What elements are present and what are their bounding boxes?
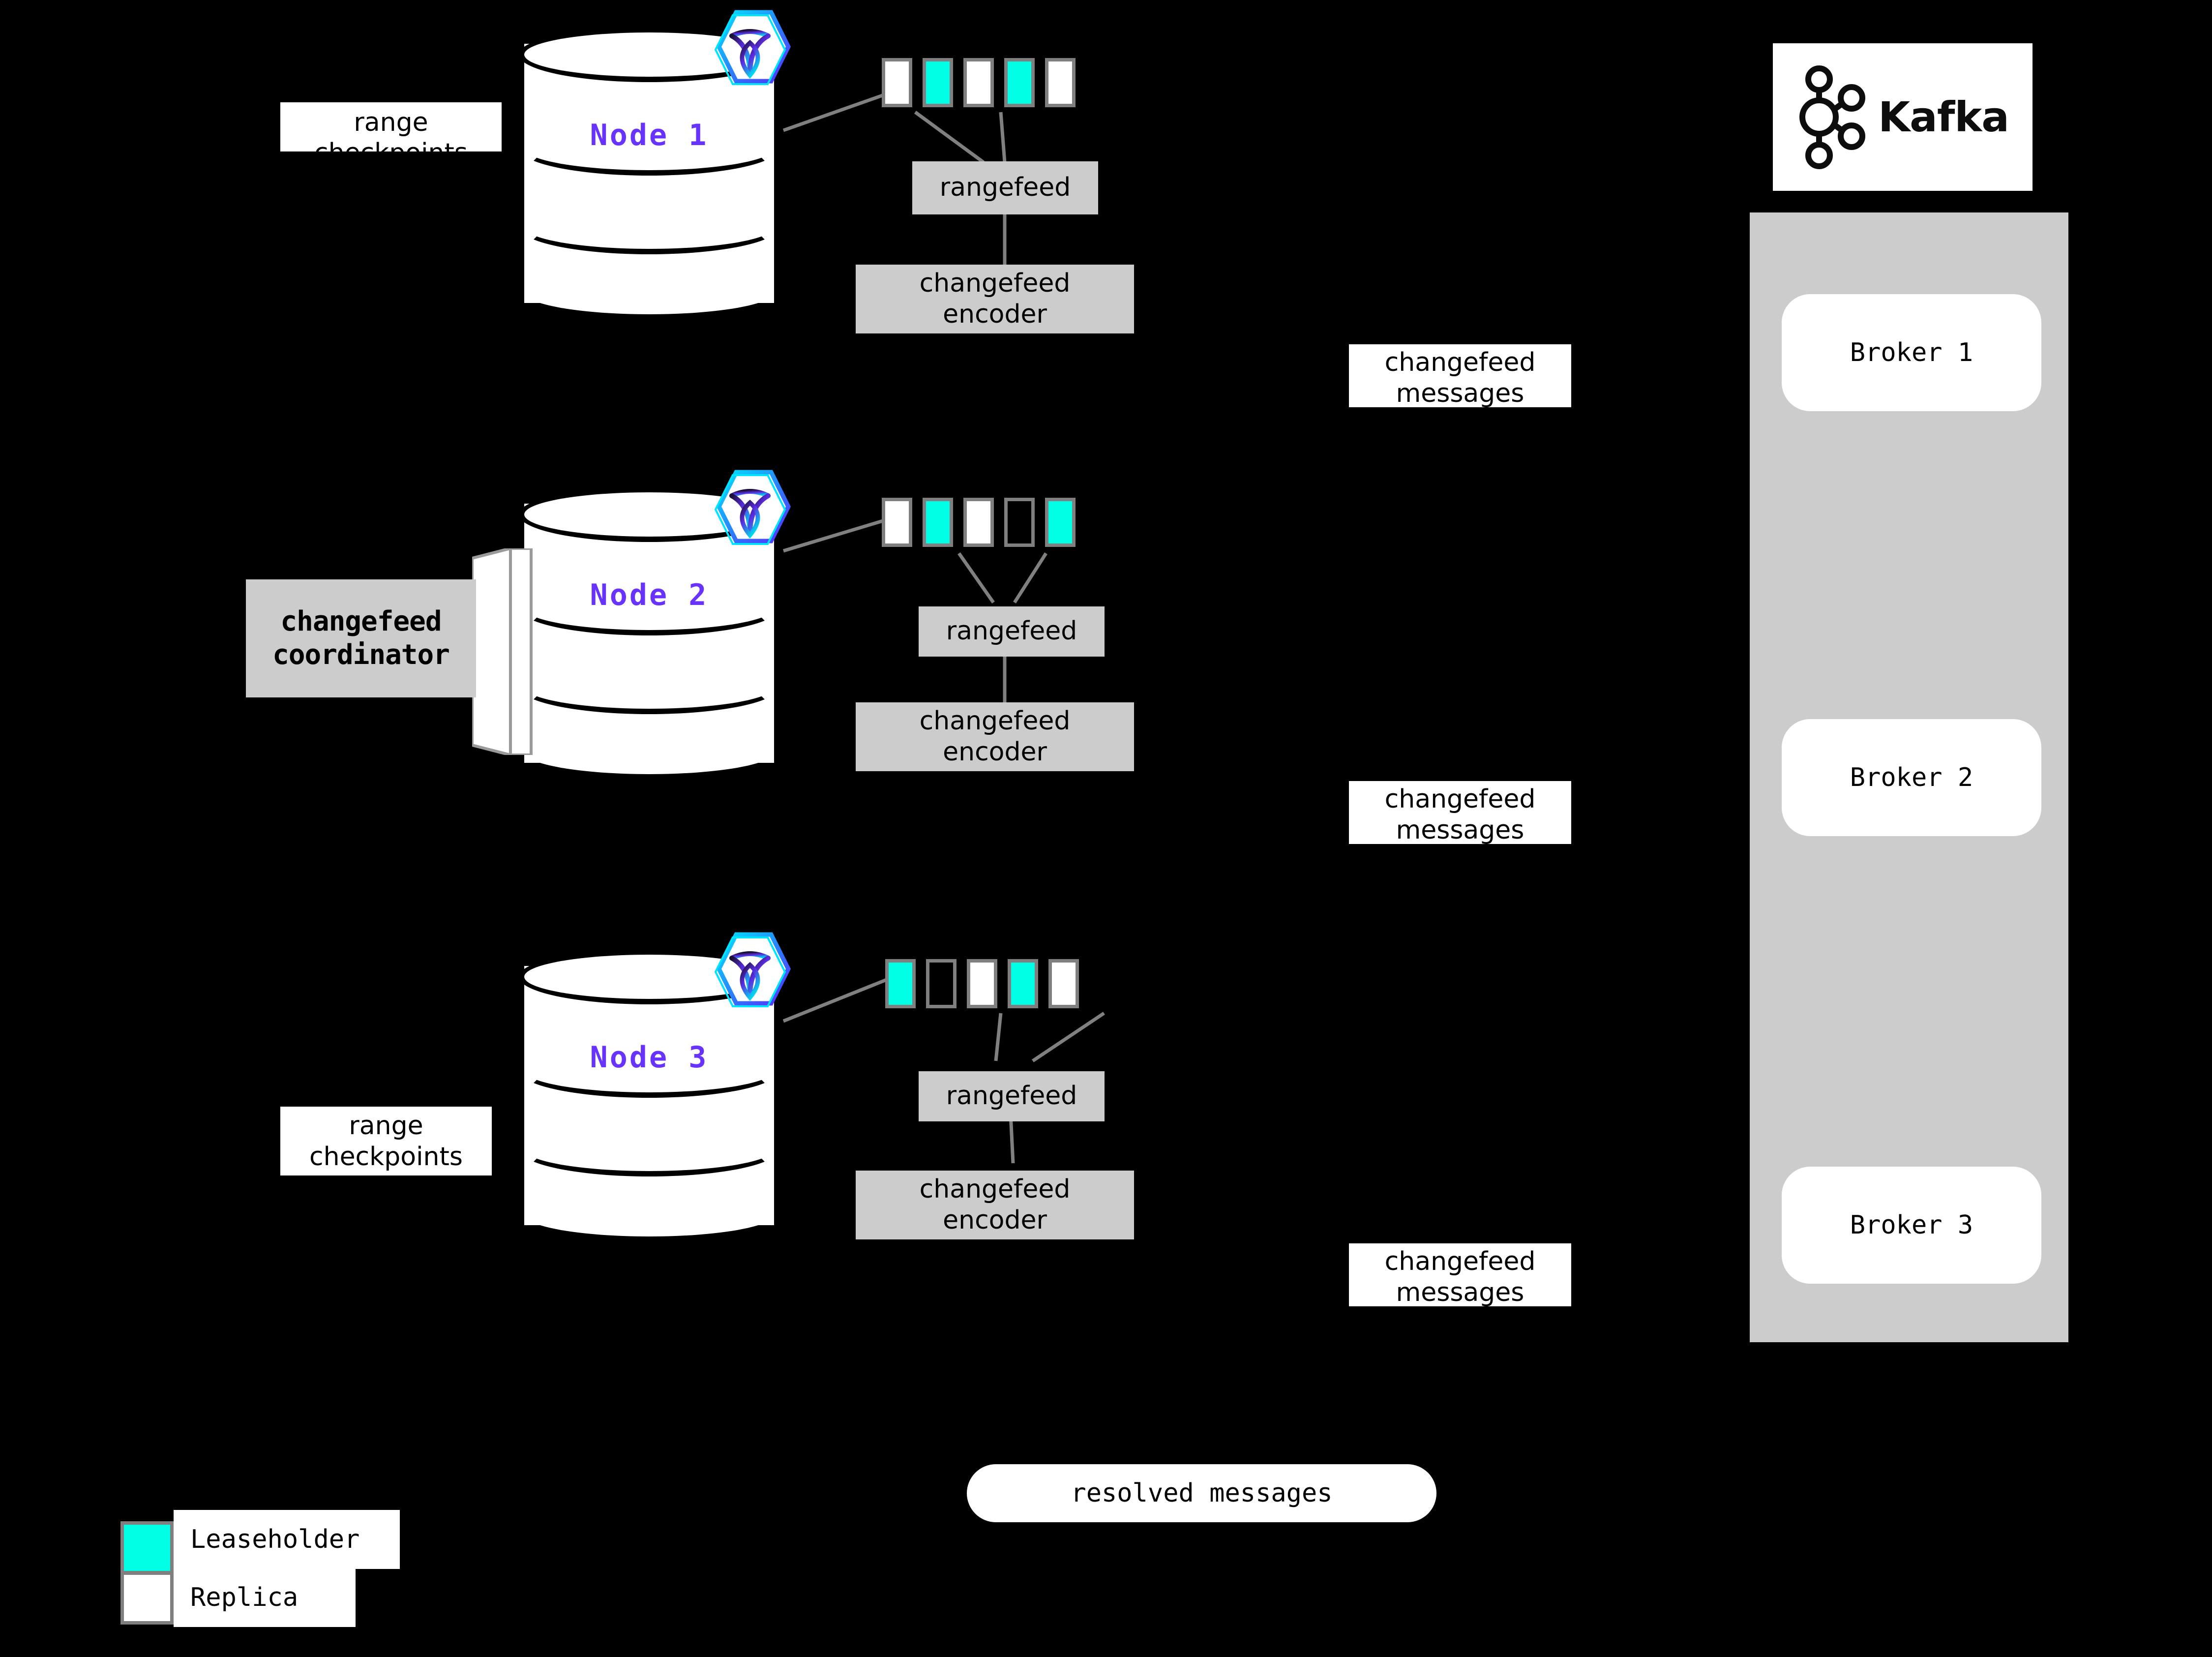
node-1-rangefeed-box[interactable]: rangefeed (912, 161, 1098, 214)
coordinator-pointer-shape (472, 548, 533, 755)
range-cell[interactable] (882, 498, 912, 547)
cylinder-ring-2 (519, 199, 779, 254)
range-cell[interactable] (1045, 58, 1076, 107)
encoder-line-2: encoder (943, 1205, 1047, 1235)
node-3-rangefeed-box[interactable]: rangefeed (919, 1071, 1105, 1121)
range-cell[interactable] (1045, 498, 1076, 547)
encoder-line-2: encoder (943, 300, 1047, 329)
node-1-ranges (882, 58, 1076, 107)
range-cell[interactable] (923, 498, 953, 547)
range-checkpoints-line-2: checkpoints (314, 138, 468, 168)
range-checkpoints-label-top: range checkpoints (280, 102, 502, 168)
changefeed-messages-line-2: messages (1396, 1278, 1524, 1308)
legend-swatch-replica (120, 1571, 174, 1625)
broker-3-box[interactable]: Broker 3 (1782, 1167, 2041, 1284)
cockroachdb-logo-icon (708, 7, 792, 86)
cylinder-ring-1 (519, 121, 779, 176)
kafka-wordmark: Kafka (1878, 93, 2009, 141)
range-cell[interactable] (1008, 959, 1038, 1008)
changefeed-messages-line-1: changefeed (1384, 784, 1536, 814)
node-2-label: Node 2 (590, 578, 709, 612)
changefeed-messages-label-1: changefeed messages (1349, 344, 1571, 409)
coordinator-line-1: changefeed (280, 605, 442, 637)
cylinder-ring-2 (519, 659, 779, 714)
cylinder-ring-2 (519, 1121, 779, 1176)
range-checkpoints-label-bottom: range checkpoints (280, 1107, 492, 1175)
changefeed-messages-line-1: changefeed (1384, 1247, 1536, 1276)
node-3-changefeed-encoder-box[interactable]: changefeed encoder (856, 1171, 1134, 1239)
changefeed-messages-label-2: changefeed messages (1349, 781, 1571, 845)
legend-label-replica: Replica (174, 1568, 356, 1627)
changefeed-messages-label-3: changefeed messages (1349, 1243, 1571, 1308)
range-checkpoints-line-1: range (349, 1111, 423, 1141)
node-1-changefeed-encoder-box[interactable]: changefeed encoder (856, 265, 1134, 333)
cockroachdb-logo-icon (708, 467, 792, 546)
changefeed-coordinator-box[interactable]: changefeed coordinator (246, 579, 476, 697)
legend-swatch-leaseholder (120, 1521, 174, 1574)
changefeed-messages-line-2: messages (1396, 815, 1524, 845)
range-cell[interactable] (885, 959, 916, 1008)
kafka-broker-panel: Broker 1 Broker 2 Broker 3 (1750, 212, 2068, 1342)
range-cell[interactable] (963, 58, 994, 107)
node-3-ranges (885, 959, 1079, 1008)
node-1-label: Node 1 (590, 118, 709, 152)
node-2-ranges (882, 498, 1076, 547)
kafka-logo-icon (1799, 65, 1866, 169)
range-checkpoints-line-1: range (354, 108, 428, 137)
range-cell[interactable] (923, 58, 953, 107)
range-cell[interactable] (1004, 58, 1035, 107)
cylinder-ring-1 (519, 1043, 779, 1098)
broker-1-box[interactable]: Broker 1 (1782, 294, 2041, 411)
legend-label-leaseholder: Leaseholder (174, 1510, 400, 1569)
coordinator-line-2: coordinator (272, 639, 450, 671)
node-2-cylinder: Node 2 (519, 487, 779, 780)
encoder-line-1: changefeed (919, 268, 1071, 298)
range-cell[interactable] (967, 959, 997, 1008)
range-cell[interactable] (1048, 959, 1079, 1008)
range-cell[interactable] (926, 959, 957, 1008)
node-3-cylinder: Node 3 (519, 949, 779, 1242)
node-2-rangefeed-box[interactable]: rangefeed (919, 606, 1105, 657)
encoder-line-2: encoder (943, 737, 1047, 767)
node-3-label: Node 3 (590, 1040, 709, 1075)
encoder-line-1: changefeed (919, 706, 1071, 736)
broker-2-box[interactable]: Broker 2 (1782, 719, 2041, 836)
node-2-changefeed-encoder-box[interactable]: changefeed encoder (856, 702, 1134, 771)
range-cell[interactable] (1004, 498, 1035, 547)
changefeed-messages-line-2: messages (1396, 379, 1524, 409)
resolved-messages-pill: resolved messages (967, 1464, 1436, 1522)
range-cell[interactable] (963, 498, 994, 547)
cylinder-ring-1 (519, 580, 779, 635)
changefeed-messages-line-1: changefeed (1384, 348, 1536, 377)
encoder-line-1: changefeed (919, 1174, 1071, 1204)
kafka-logo-box: Kafka (1773, 43, 2033, 191)
range-checkpoints-line-2: checkpoints (309, 1142, 463, 1172)
range-cell[interactable] (882, 58, 912, 107)
cockroachdb-logo-icon (708, 930, 792, 1008)
